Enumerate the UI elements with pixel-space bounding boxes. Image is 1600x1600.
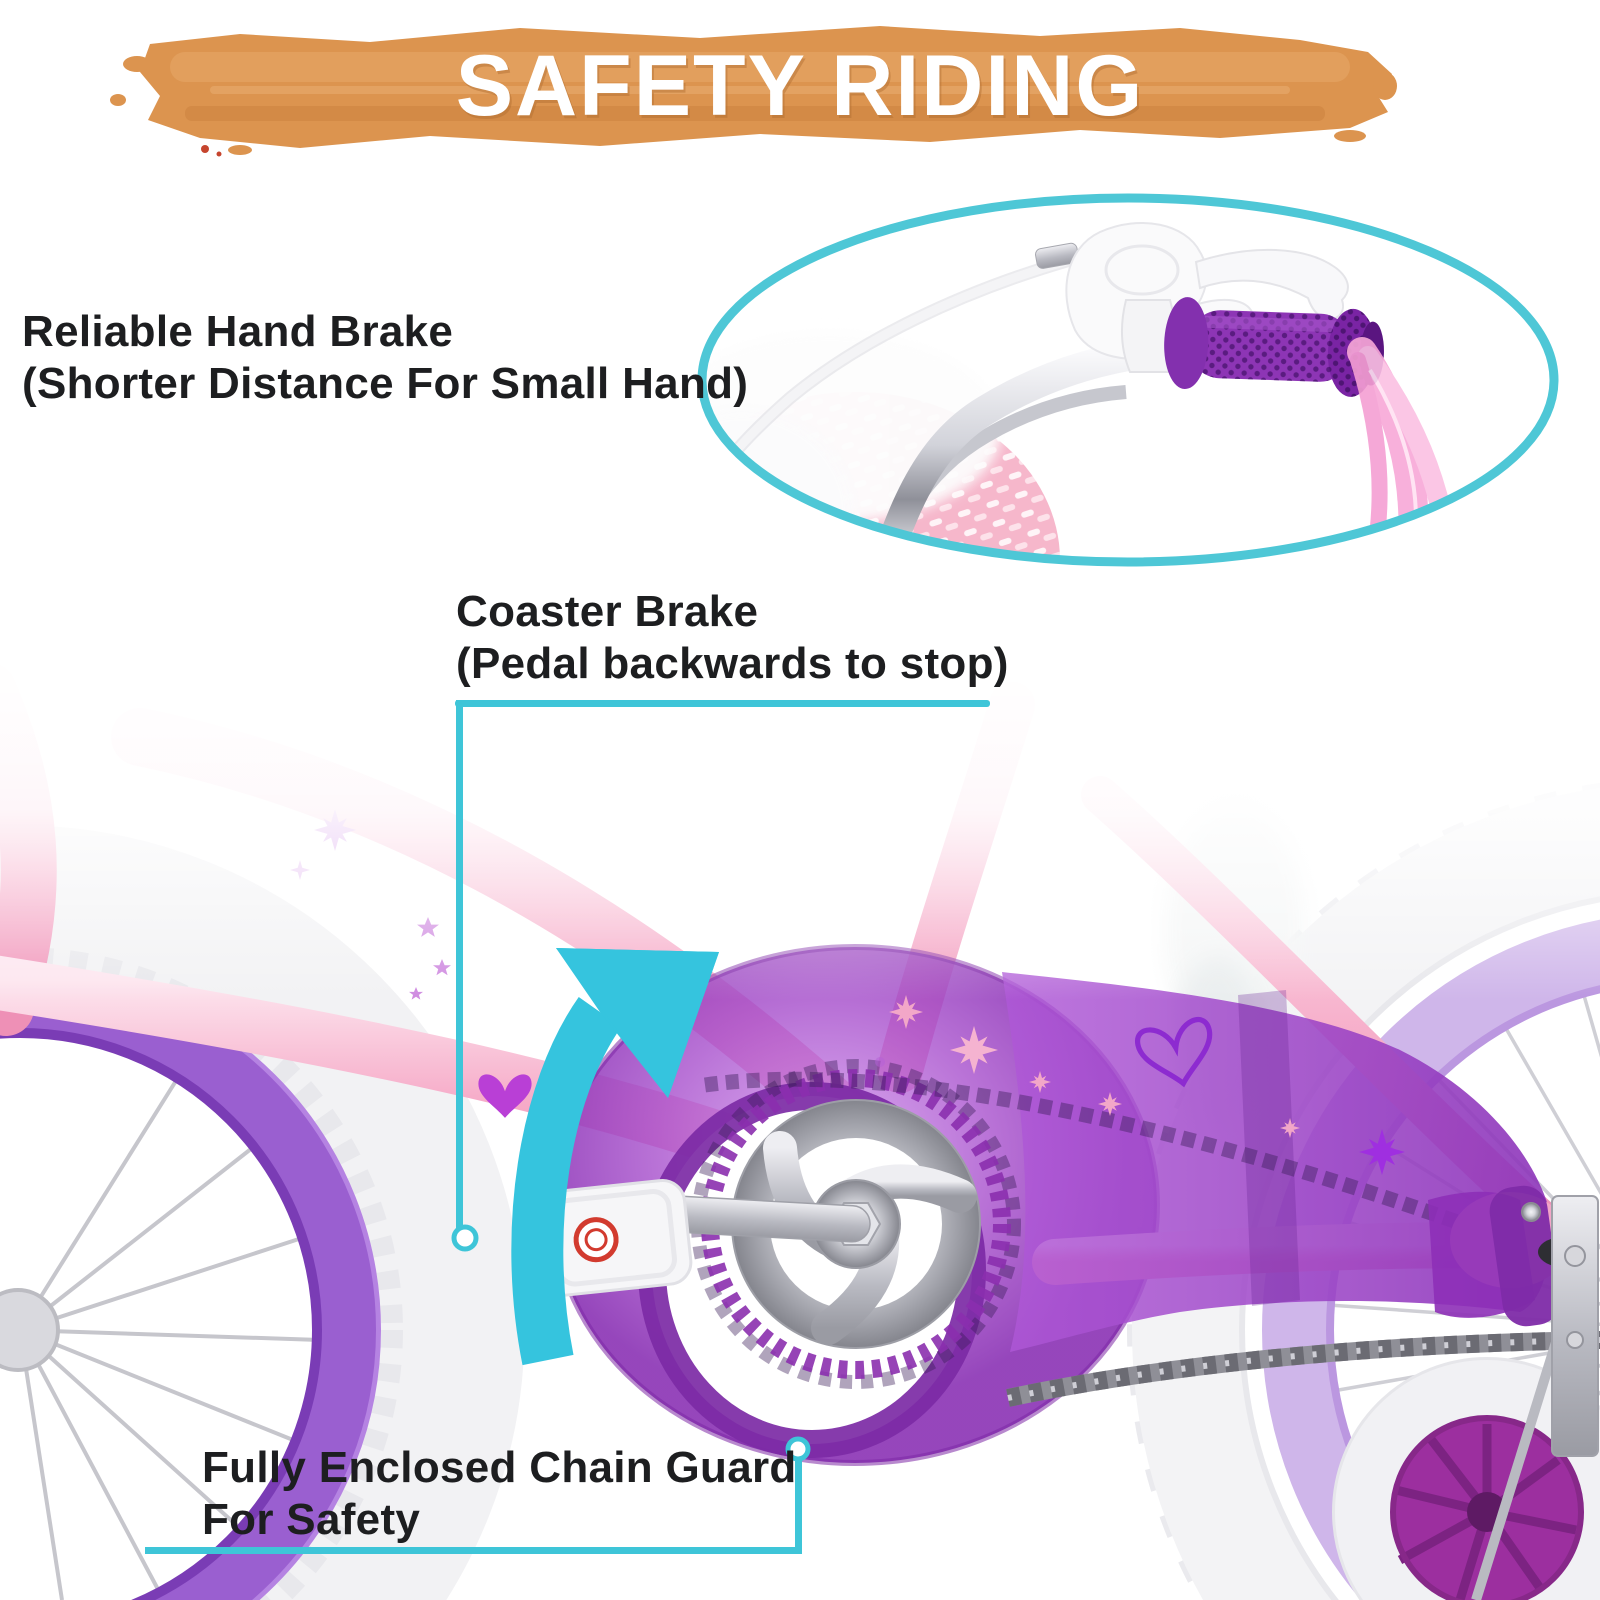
coaster-brake-label: Coaster Brake (Pedal backwards to stop) [456, 586, 1009, 690]
fade-overlay [0, 620, 1600, 1000]
guard-screw [1521, 1202, 1541, 1222]
coaster-brake-subtitle: (Pedal backwards to stop) [456, 639, 1009, 688]
chainguard-callout-dot [785, 1436, 811, 1462]
coaster-brake-title: Coaster Brake [456, 587, 759, 636]
chain-around-sprocket [691, 1059, 1021, 1389]
coaster-callout-dot [451, 1224, 479, 1252]
coaster-callout-line [451, 700, 990, 1252]
curved-arrow-icon [511, 948, 719, 1366]
hand-brake-subtitle: (Shorter Distance For Small Hand) [22, 359, 749, 408]
page-title: SAFETY RIDING [455, 38, 1145, 134]
chain-guard-subtitle: For Safety [202, 1495, 421, 1544]
inset-border [697, 193, 1559, 567]
hand-brake-label: Reliable Hand Brake (Shorter Distance Fo… [22, 306, 748, 410]
drive-chain [1006, 1331, 1600, 1407]
pedal-logo [573, 1217, 619, 1263]
training-wheel-bracket [1471, 1195, 1599, 1600]
training-wheel [1332, 1357, 1600, 1600]
chainguard-callout-line [145, 1436, 811, 1554]
guard-tail [1002, 972, 1550, 1352]
banner-brush [110, 26, 1397, 157]
chain-silhouette [703, 1071, 1483, 1238]
brake-lever-blade [1194, 248, 1349, 320]
sprocket-teeth [701, 1069, 1011, 1379]
guard-strap [1238, 990, 1300, 1306]
chain-guard-title: Fully Enclosed Chain Guard [202, 1443, 797, 1492]
front-spokes [18, 1074, 321, 1600]
front-hub [0, 1288, 60, 1372]
guard-decals [875, 993, 1408, 1178]
chain-guard-label: Fully Enclosed Chain Guard For Safety [202, 1442, 797, 1546]
hand-brake-title: Reliable Hand Brake [22, 307, 454, 356]
